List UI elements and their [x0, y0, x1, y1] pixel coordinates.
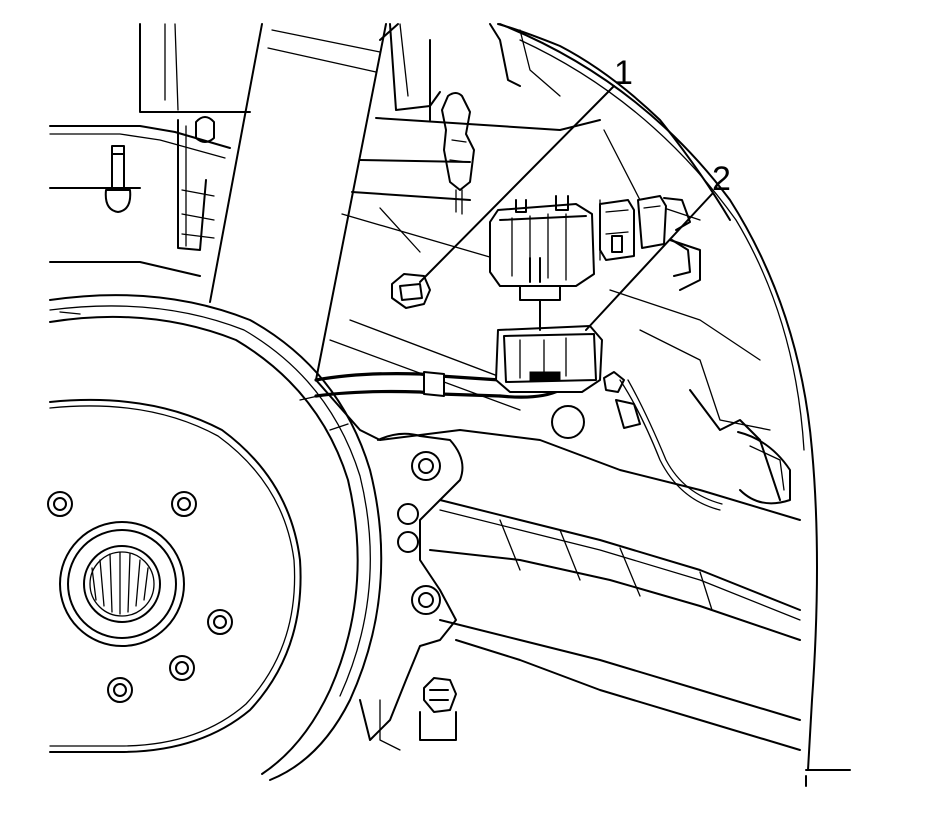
- callout-2-label: 2: [712, 160, 731, 198]
- lug-nuts: [47, 491, 233, 703]
- push-pin-retainer: [391, 273, 431, 309]
- callout-1-leader: [419, 85, 615, 283]
- wire-clip: [603, 371, 723, 511]
- body-structure: [49, 23, 851, 787]
- small-connectors-upper-right: [599, 195, 691, 277]
- callout-1-label: 1: [614, 54, 633, 92]
- callout-leaders: [419, 85, 713, 331]
- knuckle-and-arm: [359, 432, 801, 751]
- upper-connector: [489, 195, 595, 327]
- lower-connector: [495, 299, 603, 393]
- callout-2-leader: [585, 193, 713, 331]
- brake-rotor: [47, 294, 383, 781]
